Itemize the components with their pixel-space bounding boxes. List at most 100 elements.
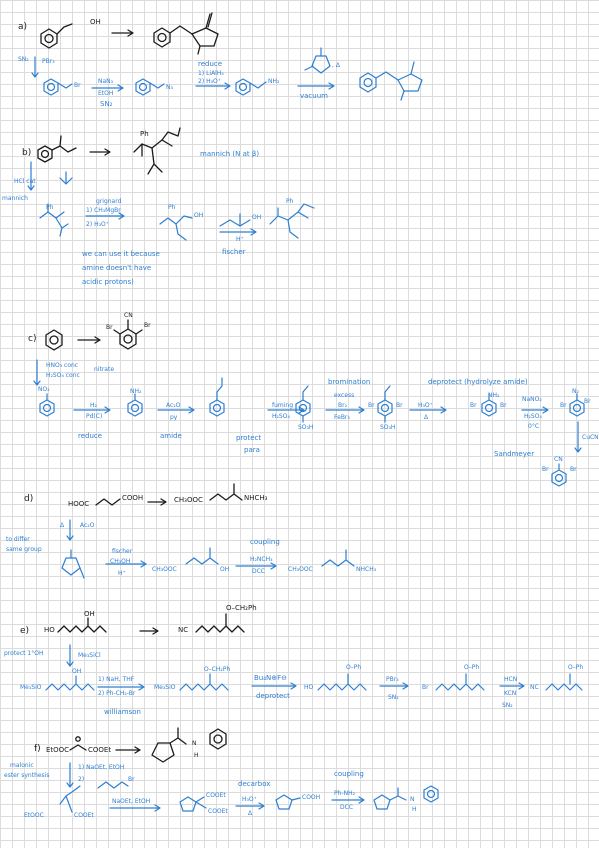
- c-br-b: Br: [396, 402, 403, 409]
- f-decarbox: decarbox: [238, 780, 271, 788]
- b-ch3mgbr: 1) CH₃MgBr: [86, 207, 121, 214]
- b-fischer: fischer: [222, 248, 246, 256]
- a-vacuum: vacuum: [300, 92, 328, 100]
- e-bu4nf: Bu₄N⊕F⊖: [254, 674, 288, 682]
- d-cooh: COOH: [122, 494, 144, 502]
- c-delta: Δ: [424, 414, 429, 421]
- b-arrow-1: [85, 212, 125, 220]
- e-phch2br: 2) Ph-CH₂-Br: [98, 690, 136, 697]
- c-br-g: Br: [542, 466, 549, 473]
- f-cooet-b: COOEt: [74, 812, 94, 819]
- b-target-ester: [133, 127, 181, 175]
- e-oph-2: O–Ph: [464, 664, 480, 671]
- c-so3h-2: SO₃H: [380, 424, 396, 431]
- a-oh-label: OH: [90, 18, 101, 26]
- f-cyclopentane-acid: [275, 794, 301, 810]
- c-nh2: NH₂: [130, 388, 142, 395]
- e-och2ph-b: O–CH₂Ph: [204, 666, 231, 673]
- d-hooc: HOOC: [68, 500, 90, 508]
- e-arrow-3: [379, 682, 409, 690]
- b-target-arrow: [89, 148, 111, 156]
- b-note-3: acidic protons): [82, 278, 134, 286]
- c-no2: NO₂: [38, 386, 50, 393]
- e-nah: 1) NaH, THF: [98, 676, 135, 683]
- c-arrow-4: [325, 406, 365, 414]
- d-side-1: to differ: [6, 536, 30, 543]
- e-benzyl-ether: [179, 673, 229, 691]
- d-product: [321, 549, 355, 567]
- c-acetanilide: [209, 377, 225, 417]
- c-target-nitrile: [113, 319, 143, 350]
- f-coupling: coupling: [334, 770, 364, 778]
- c-br-d: Br: [500, 402, 507, 409]
- b-mannich-base: [39, 203, 69, 237]
- b-ph-2: Ph: [168, 204, 176, 211]
- c-hno3: HNO₃ conc: [46, 362, 79, 369]
- c-reduce: reduce: [78, 432, 103, 440]
- a-succinic-anhydride: [304, 47, 331, 74]
- c-arrow-6: [521, 406, 549, 414]
- e-sn2-b: SN₂: [502, 702, 513, 709]
- a-product-imide: [359, 61, 423, 101]
- f-cooh: COOH: [302, 794, 321, 801]
- e-me3sio-2: Me₃SiO: [154, 684, 176, 691]
- e-down-arrow: [66, 644, 74, 667]
- c-h2so4-b: H₂SO₄: [524, 413, 542, 420]
- c-excess: excess: [334, 392, 355, 399]
- e-ho-b: HO: [304, 684, 314, 691]
- part-e-label: e): [20, 626, 30, 636]
- d-coupling: coupling: [250, 538, 280, 546]
- a-benzylamine: [235, 78, 267, 96]
- c-br-e: Br: [560, 402, 567, 409]
- d-arrow-1: [105, 560, 147, 568]
- part-c-label: c): [28, 334, 37, 344]
- d-arrow-2: [235, 562, 277, 570]
- c-arrow-1: [73, 406, 111, 414]
- e-diol: [57, 617, 107, 633]
- e-nc: NC: [178, 626, 189, 634]
- c-n2: N₂: [572, 388, 579, 395]
- f-naoet-2: NaOEt, EtOH: [112, 798, 151, 805]
- b-product-ester: [269, 203, 315, 239]
- e-deprotect: deprotect: [256, 692, 290, 700]
- f-arrow-2: [235, 802, 265, 810]
- c-para: para: [244, 446, 260, 454]
- c-pdc: Pd(C): [86, 413, 103, 420]
- f-diethyl-malonate: [69, 736, 87, 751]
- c-nh2-2: NH₂: [488, 392, 500, 399]
- d-heat: Δ: [60, 522, 65, 529]
- b-h-plus: H⁺: [236, 236, 244, 243]
- f-cooet-2: COOEt: [206, 792, 226, 799]
- c-arrow-3: [267, 406, 305, 414]
- c-protect: protect: [236, 434, 262, 442]
- c-target-arrow: [77, 336, 101, 344]
- f-phnh2: Ph-NH₂: [334, 790, 355, 797]
- f-down-arrow: [66, 762, 74, 788]
- e-williamson: williamson: [104, 708, 141, 716]
- a-arrow-3: [297, 82, 335, 90]
- c-bromination: bromination: [328, 378, 371, 386]
- f-arrow-1: [109, 804, 161, 812]
- a-target-imide: [153, 12, 219, 55]
- part-d-label: d): [24, 494, 34, 504]
- e-oh: OH: [84, 610, 95, 618]
- b-ph: Ph: [140, 130, 149, 138]
- d-h2nch3: H₂NCH₃: [250, 556, 273, 563]
- e-target-arrow: [139, 627, 159, 635]
- c-cucn: CuCN: [582, 434, 599, 441]
- e-silyl-ether: [45, 675, 95, 691]
- c-benzene: [45, 329, 63, 351]
- f-target-arrow: [115, 746, 141, 754]
- c-cn-product: CN: [554, 456, 563, 463]
- f-malonic-2: ester synthesis: [4, 772, 50, 779]
- b-ph-1: Ph: [46, 204, 54, 211]
- c-br-h: Br: [570, 466, 577, 473]
- c-nano2: NaNO₂: [522, 396, 542, 403]
- c-nitrate: nitrate: [94, 366, 115, 373]
- c-down-arrow: [33, 359, 41, 386]
- b-note-2: amine doesn't have: [82, 264, 152, 272]
- c-product-nitrile: [551, 463, 567, 487]
- b-mannich: mannich: [2, 195, 28, 202]
- c-febr3: FeBr₃: [334, 414, 350, 421]
